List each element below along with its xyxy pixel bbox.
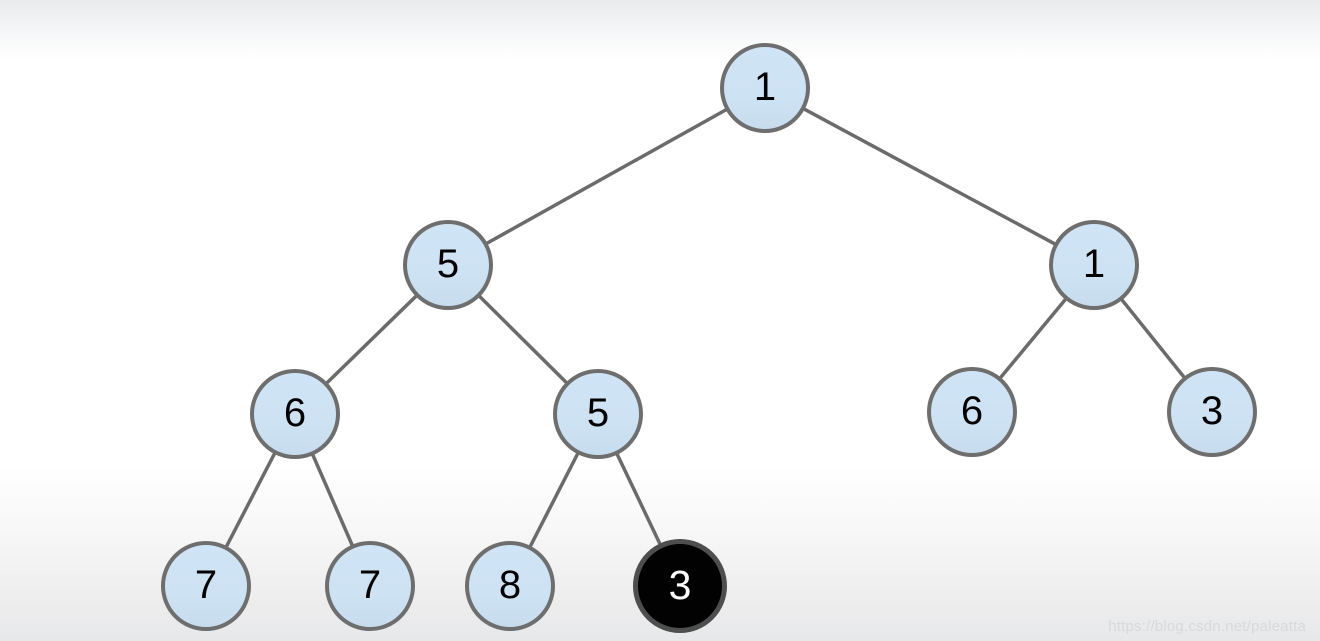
tree-node-label: 3 [1200, 389, 1224, 433]
tree-node-n3[interactable]: 6 [250, 369, 340, 459]
tree-edge [995, 293, 1071, 384]
tree-node-label: 5 [586, 391, 610, 435]
tree-node-label: 6 [283, 391, 307, 435]
tree-node-label: 8 [498, 563, 522, 607]
tree-node-label: 7 [358, 563, 382, 607]
tree-edge [308, 447, 357, 553]
tree-node-label: 3 [668, 561, 692, 608]
tree-node-n6[interactable]: 3 [1167, 367, 1257, 457]
tree-node-n10[interactable]: 3 [633, 539, 727, 633]
tree-node-n1[interactable]: 5 [403, 220, 493, 310]
tree-node-n7[interactable]: 7 [161, 541, 251, 631]
tree-edge [613, 447, 665, 551]
tree-edge [222, 446, 279, 554]
tree-node-label: 6 [960, 389, 984, 433]
tree-node-n5[interactable]: 6 [927, 367, 1017, 457]
tree-node-n0[interactable]: 1 [720, 43, 810, 133]
tree-edge [480, 105, 733, 248]
tree-edge [321, 290, 422, 389]
tree-edge [526, 446, 582, 554]
tree-node-n2[interactable]: 1 [1049, 220, 1139, 310]
tree-node-label: 7 [194, 563, 218, 607]
tree-node-label: 1 [753, 65, 777, 109]
tree-node-n4[interactable]: 5 [553, 369, 643, 459]
tree-edge [473, 290, 573, 389]
tree-edge [1116, 293, 1190, 384]
tree-node-label: 1 [1082, 242, 1106, 286]
tree-node-n8[interactable]: 7 [325, 541, 415, 631]
tree-node-label: 5 [436, 242, 460, 286]
tree-node-n9[interactable]: 8 [465, 541, 555, 631]
tree-edge [797, 104, 1062, 249]
